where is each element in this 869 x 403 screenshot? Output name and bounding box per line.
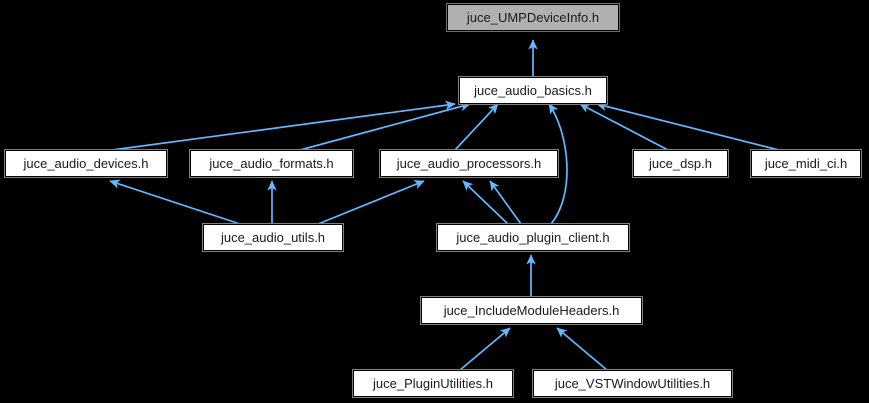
node-label-includemodule: juce_IncludeModuleHeaders.h [443,303,620,318]
edge-devices-to-basics [111,100,456,151]
edge-plugin_client-to-processors [462,180,509,225]
node-formats[interactable]: juce_audio_formats.h [189,149,354,178]
node-label-devices: juce_audio_devices.h [23,156,149,171]
edge-formats-to-basics [299,101,471,151]
node-label-dsp: juce_dsp.h [649,156,712,171]
node-label-pluginutils: juce_PluginUtilities.h [373,376,493,391]
edge-utils-to-processors [317,180,425,225]
node-label-utils: juce_audio_utils.h [220,230,326,245]
edge-plugin_client-to-basics [548,103,568,225]
node-includemodule[interactable]: juce_IncludeModuleHeaders.h [420,296,643,325]
node-devices[interactable]: juce_audio_devices.h [4,149,168,178]
node-label-basics: juce_audio_basics.h [474,83,592,98]
node-label-vstwindowutils: juce_VSTWindowUtilities.h [554,376,711,391]
node-ump: juce_UMPDeviceInfo.h [446,3,620,32]
node-label-ump: juce_UMPDeviceInfo.h [466,10,600,25]
node-vstwindowutils[interactable]: juce_VSTWindowUtilities.h [532,369,733,398]
edge-layer [109,39,780,371]
node-utils[interactable]: juce_audio_utils.h [202,223,344,252]
node-label-formats: juce_audio_formats.h [209,156,334,171]
edge-plugin_client-to-processors2 [489,180,522,225]
edge-pluginutils-to-includemodule [459,327,511,371]
node-basics[interactable]: juce_audio_basics.h [458,76,608,105]
edge-midici-to-basics [596,101,780,151]
node-midici[interactable]: juce_midi_ci.h [750,149,862,178]
edge-processors-to-basics [454,103,499,151]
node-pluginutils[interactable]: juce_PluginUtilities.h [352,369,514,398]
node-processors[interactable]: juce_audio_processors.h [379,149,559,178]
node-label-midici: juce_midi_ci.h [764,156,848,171]
edge-dsp-to-basics [579,103,669,151]
node-dsp[interactable]: juce_dsp.h [632,149,729,178]
node-label-processors: juce_audio_processors.h [396,156,542,171]
edge-utils-to-devices [109,179,241,225]
edge-vstwindowutils-to-includemodule [556,327,608,371]
node-plugin_client[interactable]: juce_audio_plugin_client.h [436,223,630,252]
node-label-plugin_client: juce_audio_plugin_client.h [456,230,610,245]
